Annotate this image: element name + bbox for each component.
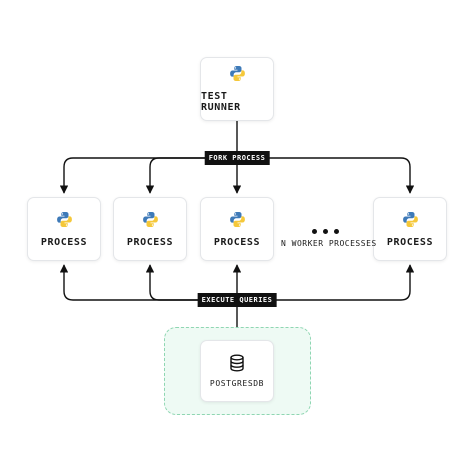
test-runner-label: TEST RUNNER [201, 91, 241, 113]
python-icon [56, 211, 72, 227]
process-node-2: PROCESS [113, 197, 187, 261]
python-icon [142, 211, 158, 227]
fork-bus-right [237, 157, 415, 194]
process-node-1: PROCESS [27, 197, 101, 261]
python-icon [229, 211, 245, 227]
execute-queries-label: EXECUTE QUERIES [197, 293, 277, 307]
query-bus-left [59, 264, 237, 301]
fork-process-label: FORK PROCESS [204, 151, 270, 165]
process-label: PROCESS [213, 236, 261, 248]
test-runner-node: TEST RUNNER [200, 57, 274, 121]
python-icon [229, 65, 245, 82]
fork-branch-2 [145, 157, 237, 194]
query-branch-2 [145, 264, 237, 301]
process-label: PROCESS [386, 236, 434, 248]
database-icon [230, 354, 244, 372]
worker-count-label: N WORKER PROCESSES [281, 239, 377, 248]
process-node-3: PROCESS [200, 197, 274, 261]
python-icon [402, 211, 418, 227]
ellipsis-dots [311, 229, 341, 237]
process-label: PROCESS [126, 236, 174, 248]
fork-bus-left [59, 157, 237, 194]
query-bus-right [237, 264, 415, 301]
postgresdb-label: POSTGRESDB [209, 379, 265, 388]
process-label: PROCESS [40, 236, 88, 248]
process-node-4: PROCESS [373, 197, 447, 261]
postgresdb-node: POSTGRESDB [200, 340, 274, 402]
